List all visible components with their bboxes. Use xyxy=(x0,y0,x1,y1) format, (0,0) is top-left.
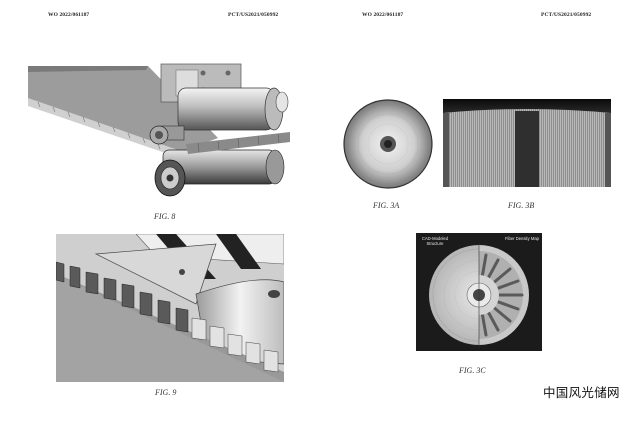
fig9-drawing xyxy=(56,234,284,382)
fig3a-drawing xyxy=(342,98,434,190)
right-publication-number: WO 2022/061187 xyxy=(362,12,404,18)
fig3c-left-label: CAD-Modeled Structure xyxy=(421,236,449,246)
fig8-caption: FIG. 8 xyxy=(154,212,176,221)
fig3a-caption: FIG. 3A xyxy=(373,201,400,210)
site-watermark: 中国风光储网 xyxy=(543,385,620,400)
fig3c-drawing: CAD-Modeled Structure Fiber Density Map xyxy=(416,233,542,351)
fig3c-right-label: Fiber Density Map xyxy=(505,236,539,241)
fig8-drawing xyxy=(28,58,294,208)
right-application-number: PCT/US2021/050992 xyxy=(541,12,592,18)
left-publication-number: WO 2022/061187 xyxy=(48,12,90,18)
left-application-number: PCT/US2021/050992 xyxy=(228,12,279,18)
fig3b-caption: FIG. 3B xyxy=(508,201,535,210)
fig3b-drawing xyxy=(443,99,611,187)
fig9-caption: FIG. 9 xyxy=(155,388,177,397)
fig3c-caption: FIG. 3C xyxy=(459,366,486,375)
